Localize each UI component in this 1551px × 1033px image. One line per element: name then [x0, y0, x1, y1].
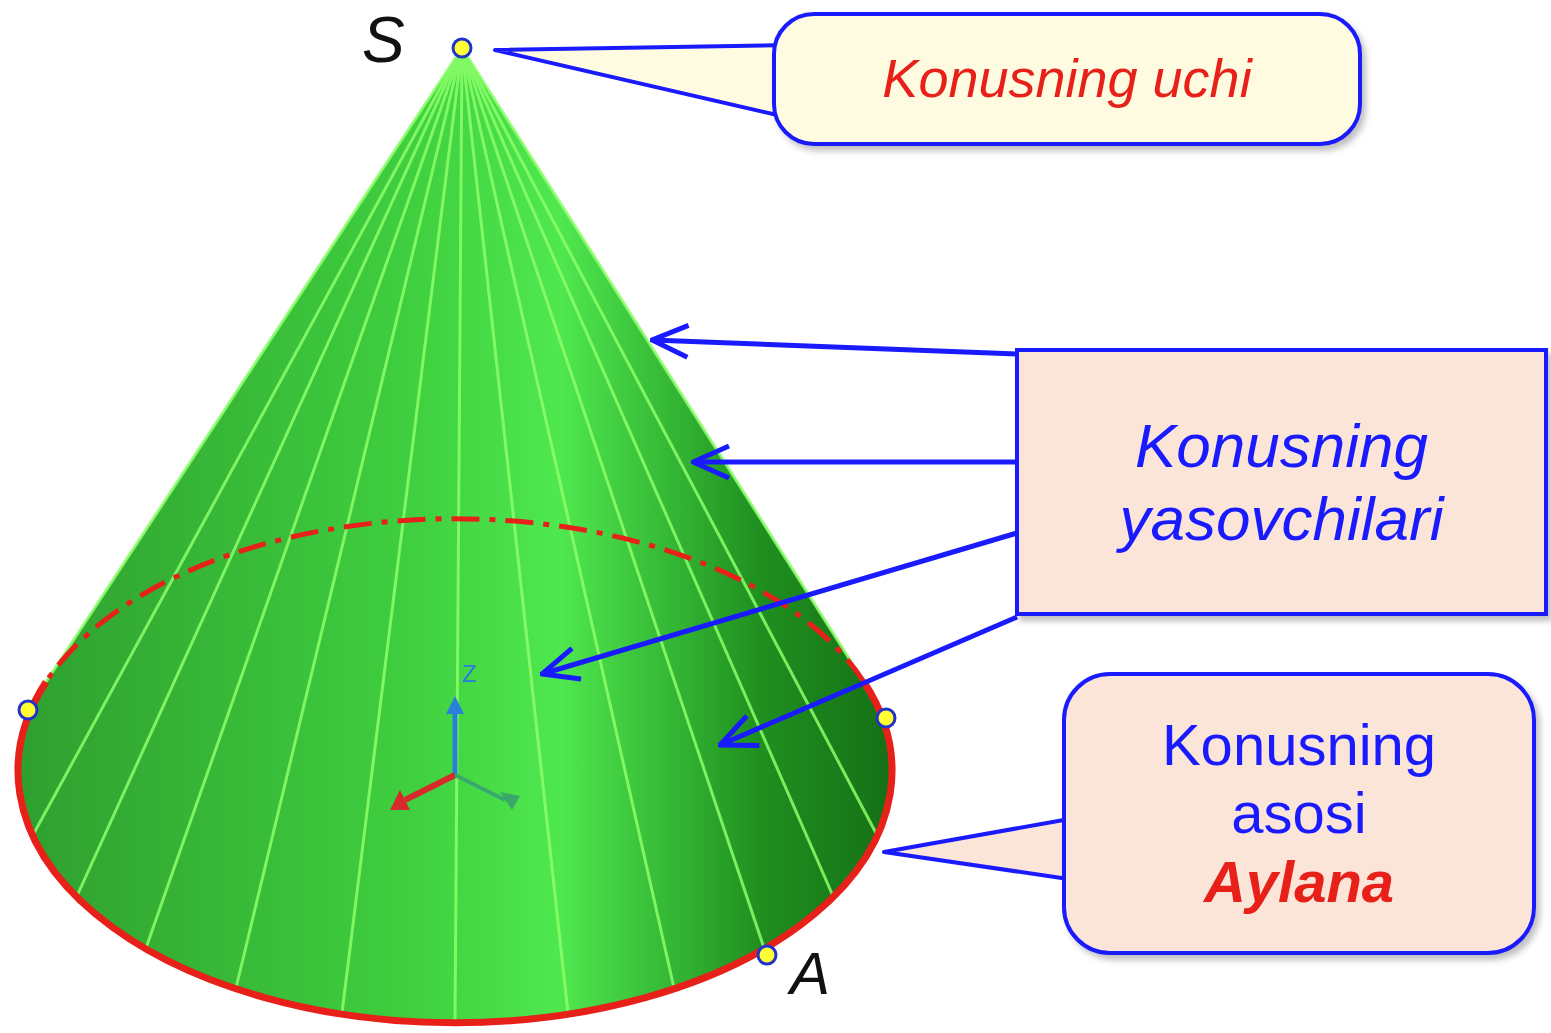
- x-axis-head: [390, 790, 410, 810]
- points: [19, 39, 895, 964]
- generator-line: [342, 48, 462, 1013]
- axis-label: Z: [462, 662, 477, 686]
- callout-text: Konusning yasovchilari: [1072, 409, 1492, 555]
- callout-pointer: [495, 45, 790, 118]
- generator-line: [77, 48, 462, 896]
- generator-line: [236, 48, 462, 988]
- generator-line: [462, 48, 833, 896]
- leader-arrow: [693, 460, 1017, 465]
- callout-box: Konusning uchi: [772, 12, 1362, 146]
- callout-text: Konusning asosi: [1139, 711, 1459, 848]
- base-point: [19, 701, 37, 719]
- callout-box: Konusning yasovchilari: [1015, 348, 1548, 616]
- leader-arrow: [542, 533, 1017, 674]
- leader-arrow: [720, 617, 1017, 745]
- base-visible-arc: [18, 682, 892, 1023]
- generator-line: [146, 48, 462, 948]
- leader-arrow: [652, 340, 1017, 354]
- generator-line: [46, 48, 462, 682]
- z-axis: [453, 712, 458, 775]
- point-label: A: [790, 944, 830, 1004]
- y-axis: [455, 775, 505, 800]
- callout-box: Konusning asosiAylana: [1062, 672, 1536, 955]
- leader-arrows: [542, 340, 1017, 745]
- cone-surface: [18, 48, 892, 1023]
- z-axis-head: [446, 696, 464, 714]
- y-axis-head: [500, 792, 520, 810]
- callout-emphasis: Aylana: [1204, 848, 1394, 916]
- generator-line: [462, 48, 877, 835]
- callout-pointer: [884, 818, 1075, 880]
- axis-gizmo: [390, 696, 520, 810]
- apex-point: [453, 39, 471, 57]
- cone-generators: [33, 48, 877, 1022]
- generator-line: [455, 48, 462, 1022]
- base-point: [877, 709, 895, 727]
- generator-line: [33, 48, 462, 835]
- generator-line: [462, 48, 764, 948]
- base-hidden-arc: [46, 519, 864, 682]
- base-point: [758, 946, 776, 964]
- x-axis: [405, 775, 455, 800]
- callout-text: Konusning uchi: [882, 47, 1251, 111]
- point-label: S: [362, 8, 405, 72]
